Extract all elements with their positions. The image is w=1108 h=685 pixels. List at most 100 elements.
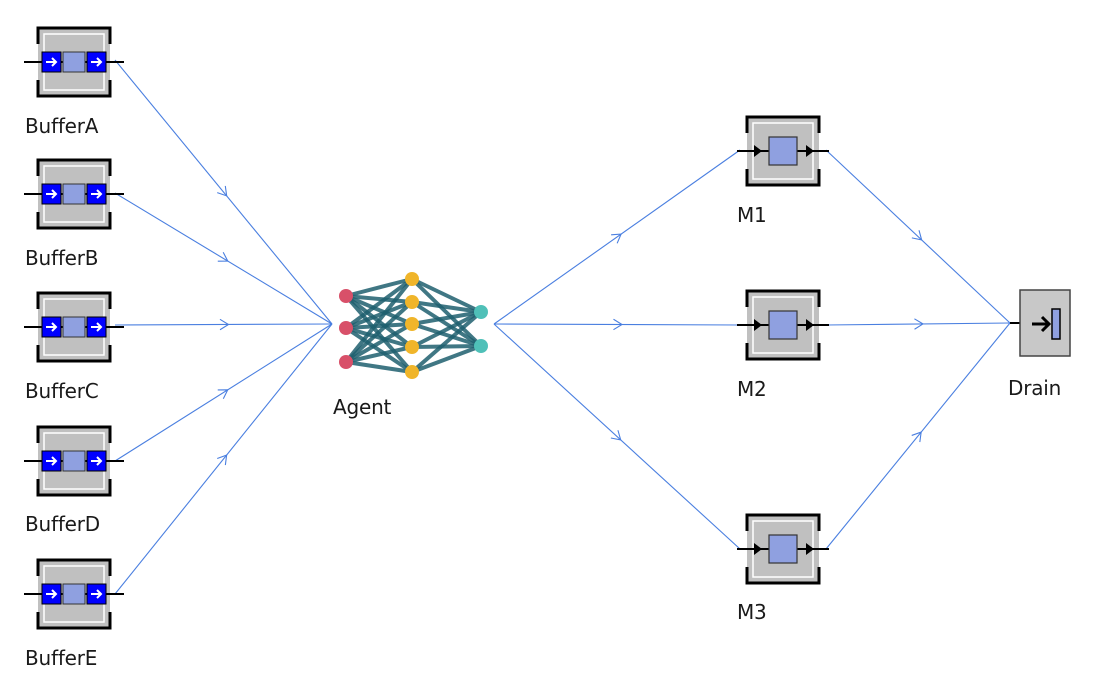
connector-line (114, 192, 333, 325)
arrow-right-icon (91, 189, 103, 199)
object-layer (24, 26, 1071, 630)
connector-line (825, 322, 1011, 326)
connector-line (114, 323, 333, 595)
nn-hidden-node (405, 272, 419, 286)
frame-bottom (745, 567, 821, 585)
drain-icon (1010, 289, 1071, 357)
input-arrow-icon (754, 543, 762, 555)
single-proc-icon (737, 289, 829, 361)
station-core (768, 310, 798, 340)
nn-output-node (474, 305, 488, 319)
nn-edge (345, 294, 413, 304)
frame-bottom (745, 343, 821, 361)
arrow-right-icon (91, 456, 103, 466)
connector-line (114, 323, 333, 462)
connector-arrow (613, 318, 624, 331)
buffer-e-label: BufferE (25, 646, 98, 670)
connector-arrow (217, 454, 228, 466)
frame-bottom (36, 479, 112, 497)
single-proc-icon (737, 513, 829, 585)
m3-label: M3 (737, 600, 767, 624)
nn-edge (345, 300, 413, 330)
connector-layer (114, 59, 1011, 595)
nn-input-node (339, 355, 353, 369)
station-core (768, 534, 798, 564)
frame-top (36, 425, 112, 443)
nn-edge (345, 294, 413, 326)
frame-top (36, 558, 112, 576)
drain-label: Drain (1008, 376, 1062, 400)
connector-arrow (219, 318, 230, 331)
buffer-core (62, 183, 86, 205)
output-arrow-icon (806, 319, 814, 331)
connector-line (493, 323, 741, 550)
nn-edge (411, 344, 482, 349)
nn-edge (411, 322, 482, 348)
arrow-right-icon (1032, 315, 1052, 333)
nn-edge (345, 322, 413, 364)
arrow-right-icon (46, 589, 58, 599)
frame-top (745, 289, 821, 307)
arrow-right-icon (46, 456, 58, 466)
frame-top (745, 115, 821, 133)
arrow-right-icon (91, 589, 103, 599)
frame-bottom (745, 169, 821, 187)
connector-line (825, 322, 1011, 550)
nn-edge (344, 277, 414, 364)
nn-hidden-node (405, 317, 419, 331)
nn-edge (411, 300, 482, 314)
buffer-c-label: BufferC (25, 379, 99, 403)
single-proc-icon (737, 115, 829, 187)
buffer-icon (24, 558, 124, 630)
frame-bottom (36, 80, 112, 98)
buffer-b-label: BufferB (25, 246, 99, 270)
nn-hidden-node (405, 295, 419, 309)
agent-label: Agent (333, 395, 392, 419)
arrow-right-icon (91, 322, 103, 332)
frame-top (36, 158, 112, 176)
frame-bottom (36, 612, 112, 630)
buffer-icon (24, 158, 124, 230)
nn-edge (411, 310, 482, 349)
nn-edge (411, 344, 482, 374)
nn-hidden-node (405, 340, 419, 354)
frame-top (36, 26, 112, 44)
input-arrow-icon (754, 319, 762, 331)
nn-edge (344, 326, 414, 374)
nn-edge (345, 322, 413, 330)
arrow-right-icon (91, 57, 103, 67)
nn-output-node (474, 339, 488, 353)
nn-edge (345, 277, 413, 298)
connector-arrow (911, 431, 922, 443)
output-arrow-icon (806, 145, 814, 157)
m2-label: M2 (737, 377, 767, 401)
connector-line (825, 149, 1011, 324)
connector-arrow (217, 251, 229, 262)
nn-edge (345, 360, 413, 374)
nn-edge (344, 277, 414, 330)
arrow-right-icon (46, 57, 58, 67)
frame-top (36, 291, 112, 309)
connector-arrow (610, 430, 622, 441)
connector-arrow (217, 389, 229, 400)
output-arrow-icon (806, 543, 814, 555)
connector-line (493, 323, 741, 326)
buffer-core (62, 316, 86, 338)
nn-edge (344, 300, 414, 364)
connector-line (114, 323, 333, 326)
nn-edge (411, 310, 482, 326)
buffer-icon (24, 425, 124, 497)
nn-input-node (339, 289, 353, 303)
connector-arrow (911, 230, 923, 241)
nn-edge (410, 277, 483, 348)
buffer-icon (24, 26, 124, 98)
frame-bottom (36, 212, 112, 230)
buffer-icon (24, 291, 124, 363)
station-core (768, 136, 798, 166)
arrow-right-icon (46, 322, 58, 332)
connector-line (493, 149, 741, 325)
connector-arrow (611, 233, 622, 244)
nn-hidden-node (405, 365, 419, 379)
buffer-core (62, 583, 86, 605)
